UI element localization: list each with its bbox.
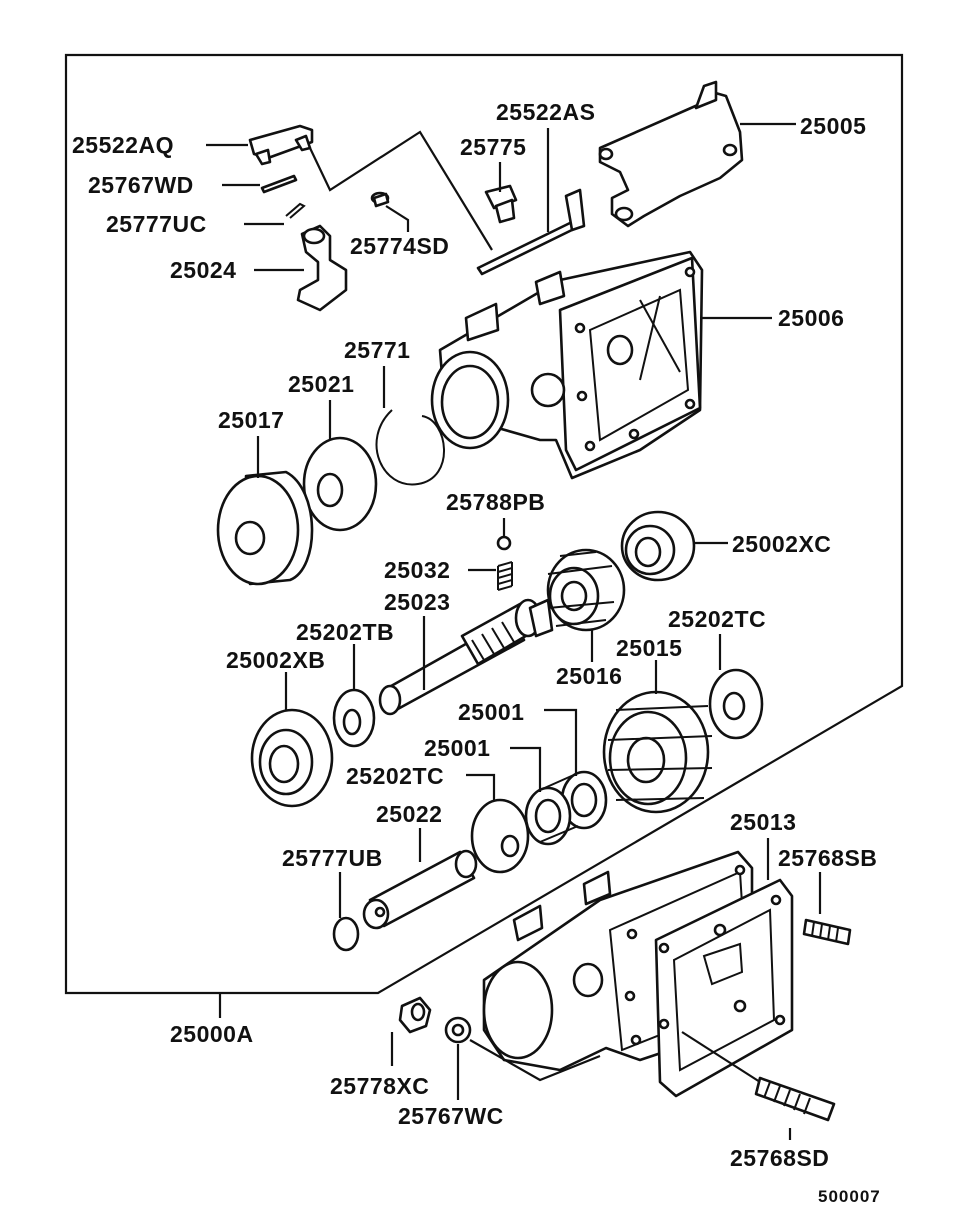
- part-25777UB-oring: [332, 916, 360, 952]
- label-25778XC: 25778XC: [330, 1073, 429, 1099]
- part-25768SB-stud: [802, 918, 852, 946]
- label-25202TC-right: 25202TC: [668, 606, 766, 632]
- label-25777UC: 25777UC: [106, 211, 207, 237]
- label-25767WD: 25767WD: [88, 172, 194, 198]
- part-25002XB-bearing: [250, 708, 334, 808]
- label-25006: 25006: [778, 305, 844, 331]
- part-25522AS-rod: [476, 188, 586, 276]
- part-25021-seal: [302, 436, 378, 532]
- label-25522AQ: 25522AQ: [72, 132, 174, 158]
- label-25771: 25771: [344, 337, 410, 363]
- label-25015: 25015: [616, 635, 682, 661]
- label-25767WC: 25767WC: [398, 1103, 504, 1129]
- label-25202TB: 25202TB: [296, 619, 394, 645]
- part-25024-lever: [296, 224, 348, 312]
- label-25775: 25775: [460, 134, 526, 160]
- label-25002XC: 25002XC: [732, 531, 831, 557]
- part-25013-gasket: [654, 878, 794, 1098]
- part-25016-gear: [546, 548, 626, 632]
- label-25001-a: 25001: [458, 699, 524, 725]
- label-25022: 25022: [376, 801, 442, 827]
- part-25778XC-nut: [398, 996, 432, 1034]
- label-25024: 25024: [170, 257, 236, 283]
- part-25202TB-washer: [332, 688, 376, 748]
- label-25768SB: 25768SB: [778, 845, 877, 871]
- label-25001-b: 25001: [424, 735, 490, 761]
- part-25775-bolt: [484, 184, 518, 224]
- label-25016: 25016: [556, 663, 622, 689]
- part-25005-cover-plate: [598, 80, 744, 228]
- label-25005: 25005: [800, 113, 866, 139]
- part-25768SD-stud: [754, 1076, 836, 1122]
- part-25022-idler-shaft: [362, 849, 478, 930]
- part-25774SD-screw: [370, 191, 390, 208]
- part-25767WD-pin: [260, 174, 298, 194]
- label-25021: 25021: [288, 371, 354, 397]
- part-25777UC-clip: [285, 202, 306, 219]
- label-25768SD: 25768SD: [730, 1145, 829, 1171]
- label-25023: 25023: [384, 589, 450, 615]
- label-25777UB: 25777UB: [282, 845, 383, 871]
- part-25002XC-bearing: [620, 510, 696, 582]
- part-25001-needle-bearings: [524, 770, 608, 846]
- label-25000A: 25000A: [170, 1021, 254, 1047]
- part-25788PB-ball: [496, 535, 512, 551]
- label-25774SD: 25774SD: [350, 233, 449, 259]
- part-25522AQ-bracket: [248, 124, 314, 166]
- label-25017: 25017: [218, 407, 284, 433]
- part-25032-spring: [497, 561, 513, 591]
- part-25767WC-washer: [444, 1016, 472, 1044]
- label-25032: 25032: [384, 557, 450, 583]
- part-25015-gear: [602, 690, 713, 814]
- assembly-boundary: [64, 53, 904, 995]
- part-25017-flange: [216, 470, 314, 586]
- label-25522AS: 25522AS: [496, 99, 595, 125]
- label-25788PB: 25788PB: [446, 489, 545, 515]
- label-25202TC-left: 25202TC: [346, 763, 444, 789]
- part-25771-snap-ring: [375, 409, 445, 486]
- part-25202TC-left-washer: [470, 798, 530, 874]
- part-25202TC-right-washer: [708, 668, 764, 740]
- figure-code: 500007: [818, 1187, 881, 1206]
- label-25002XB: 25002XB: [226, 647, 325, 673]
- part-25023-shaft: [378, 598, 554, 716]
- part-25006-housing: [430, 250, 704, 480]
- label-25013: 25013: [730, 809, 796, 835]
